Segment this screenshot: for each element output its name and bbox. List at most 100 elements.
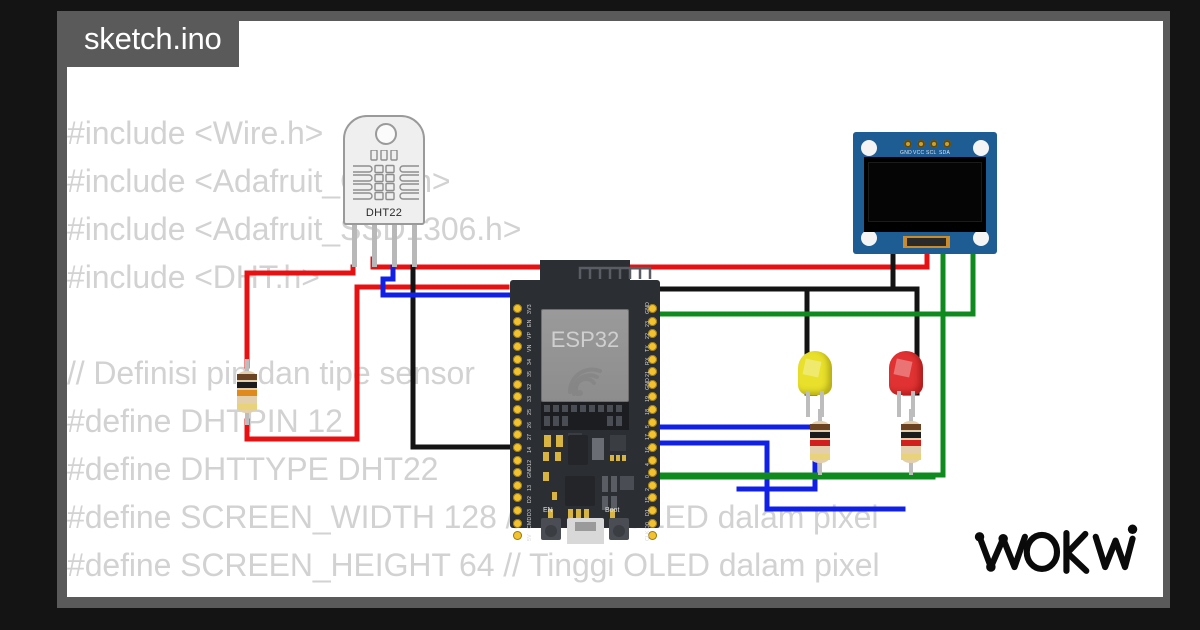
oled-pin-pad[interactable] (917, 140, 925, 148)
resistor-band (810, 424, 830, 430)
esp32-pin-label: D3 (527, 509, 533, 517)
led-bulb (889, 351, 923, 395)
esp32-pin-label: 34 (527, 358, 533, 365)
resistor-band (237, 374, 257, 380)
dht22-pin (372, 225, 377, 267)
component-resistor-pullup[interactable] (236, 359, 258, 425)
esp32-pin-d0[interactable] (648, 518, 657, 528)
esp32-pin-35[interactable] (513, 367, 522, 377)
esp32-pin-en[interactable] (513, 316, 522, 326)
esp32-en-button[interactable] (541, 518, 561, 540)
esp32-pin-label: 5V (527, 534, 533, 542)
esp32-pin-label: 12 (527, 459, 533, 466)
esp32-pin-label: GND (527, 466, 533, 479)
esp32-pin-23[interactable] (648, 316, 657, 326)
esp32-pin-21[interactable] (648, 367, 657, 377)
esp32-pin-label: 22 (645, 333, 651, 340)
esp32-pin-18[interactable] (648, 405, 657, 415)
esp32-pin-cmd[interactable] (513, 518, 522, 528)
esp32-pin-5v[interactable] (513, 531, 522, 541)
wire-black-dht-gnd (410, 264, 518, 450)
esp32-pin-label: GND (645, 301, 651, 314)
esp32-pin-clk[interactable] (648, 531, 657, 541)
esp32-pin-label: CMD (527, 516, 533, 529)
esp32-pin-d2[interactable] (513, 493, 522, 503)
led-bulb (798, 351, 832, 395)
resistor-band (237, 382, 257, 388)
wokwi-logo (972, 521, 1142, 581)
esp32-pin-27[interactable] (513, 430, 522, 440)
resistor-lead (818, 461, 822, 475)
esp32-usb-connector[interactable] (567, 518, 604, 544)
esp32-pin-label: GND (645, 377, 651, 390)
esp32-pin-15[interactable] (648, 493, 657, 503)
component-resistor-led-red[interactable] (900, 409, 922, 475)
dht22-mount-hole (375, 123, 397, 145)
oled-screen (868, 162, 982, 222)
esp32-pin-4[interactable] (648, 455, 657, 465)
esp32-pin-gnd[interactable] (648, 379, 657, 389)
esp32-pin-5[interactable] (648, 417, 657, 427)
esp32-solder-pads (541, 402, 629, 430)
component-esp32[interactable]: ESP32 (510, 260, 660, 544)
oled-pin-pad[interactable] (904, 140, 912, 148)
oled-mount-hole (861, 140, 877, 156)
esp32-pin-33[interactable] (513, 392, 522, 402)
esp32-pin-vn[interactable] (513, 341, 522, 351)
esp32-pin-3v3[interactable] (513, 304, 522, 313)
wokwi-logo-icon (974, 524, 1138, 574)
esp32-pin-label: 35 (527, 370, 533, 378)
diagram-canvas[interactable]: #include <Wire.h> #include <Adafruit_GFX… (67, 21, 1163, 597)
esp32-pin-16[interactable] (648, 442, 657, 452)
esp32-pin-14[interactable] (513, 442, 522, 452)
component-oled-display[interactable]: GND VCC SCL SDA (853, 132, 997, 254)
oled-pin-pad[interactable] (943, 140, 951, 148)
esp32-smd (584, 509, 589, 518)
esp32-pin-label: 16 (645, 446, 651, 453)
esp32-pin-label: RX (645, 356, 651, 365)
esp32-pin-13[interactable] (513, 480, 522, 490)
esp32-pin-label: 25 (527, 408, 533, 416)
oled-pin-pad[interactable] (930, 140, 938, 148)
dht22-grille (353, 150, 419, 201)
oled-pin-label-scl: SCL (926, 150, 937, 156)
esp32-pin-12[interactable] (513, 455, 522, 465)
esp32-pin-2[interactable] (648, 480, 657, 490)
esp32-pin-label: 33 (527, 396, 533, 403)
sketch-filename-badge[interactable]: sketch.ino (67, 11, 239, 67)
esp32-pin-tx[interactable] (648, 341, 657, 351)
esp32-pin-label: 4 (645, 462, 651, 466)
esp32-pin-d1[interactable] (648, 506, 657, 516)
esp32-pin-25[interactable] (513, 405, 522, 415)
esp32-pin-vp[interactable] (513, 329, 522, 339)
esp32-pin-22[interactable] (648, 329, 657, 339)
esp32-smd (556, 435, 563, 447)
esp32-pin-label: 18 (645, 408, 651, 416)
esp32-pin-gnd[interactable] (648, 304, 657, 313)
component-dht22[interactable]: DHT22 (343, 115, 425, 267)
esp32-pcb: ESP32 (510, 280, 660, 544)
esp32-boot-label: Boot (605, 507, 620, 514)
resistor-lead (909, 409, 913, 423)
esp32-pin-gnd[interactable] (513, 468, 522, 478)
component-resistor-led-yellow[interactable] (809, 409, 831, 475)
esp32-pin-26[interactable] (513, 417, 522, 427)
esp32-pin-0[interactable] (648, 468, 657, 478)
esp32-pin-rx[interactable] (648, 354, 657, 364)
dht22-pin (392, 225, 397, 267)
esp32-pin-17[interactable] (648, 430, 657, 440)
esp32-pin-label: 19 (645, 396, 651, 403)
esp32-smd (555, 452, 561, 461)
dht22-body: DHT22 (343, 115, 425, 225)
esp32-boot-button[interactable] (609, 518, 629, 540)
esp32-pin-34[interactable] (513, 354, 522, 364)
esp32-pin-d3[interactable] (513, 506, 522, 516)
esp32-pin-19[interactable] (648, 392, 657, 402)
led-lead (911, 391, 915, 417)
esp32-shield-can: ESP32 (541, 309, 629, 402)
esp32-smd (544, 435, 551, 447)
esp32-pin-32[interactable] (513, 379, 522, 389)
